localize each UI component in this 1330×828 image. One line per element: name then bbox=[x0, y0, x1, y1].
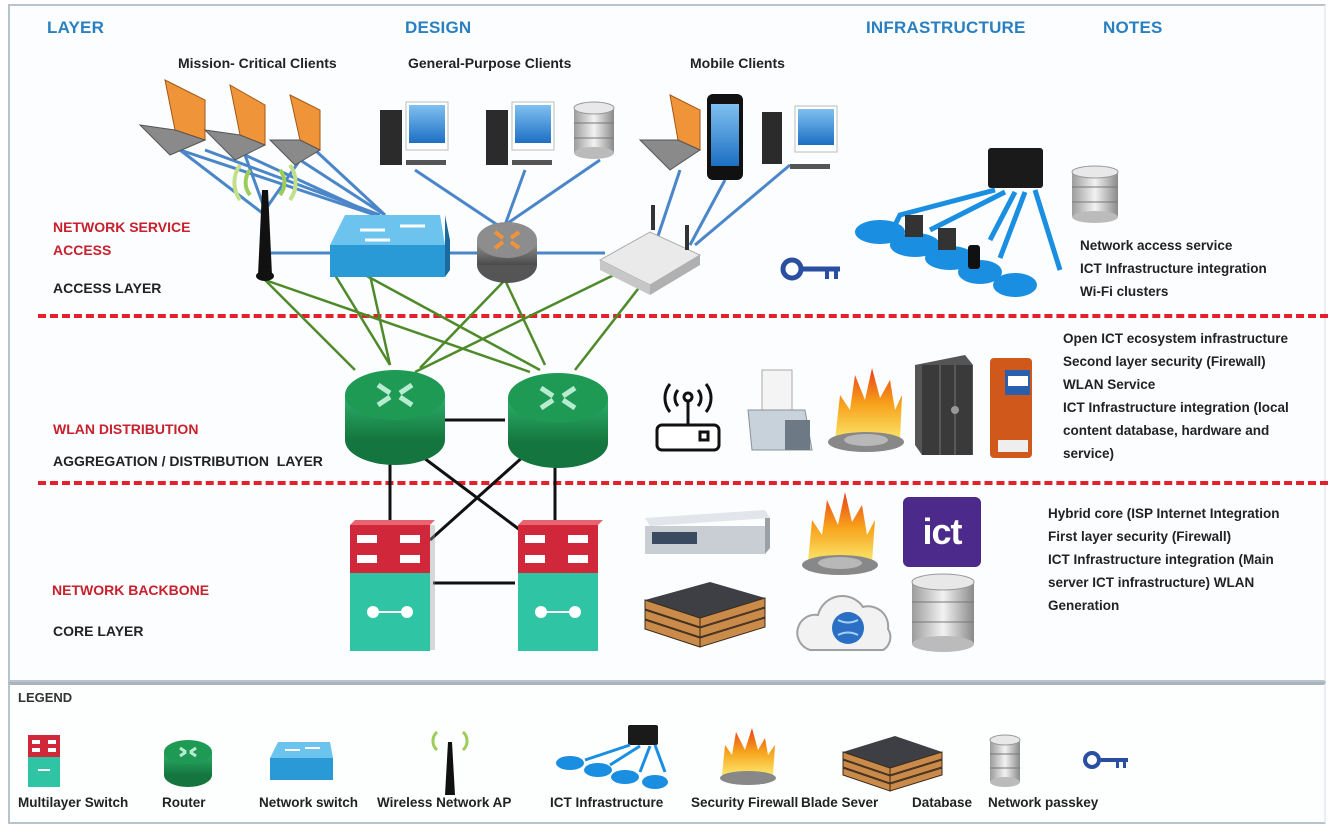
header-infrastructure: INFRASTRUCTURE bbox=[866, 18, 1026, 37]
laptop-icon bbox=[203, 84, 267, 161]
layer-name-core: CORE LAYER bbox=[53, 623, 144, 639]
legend-item-database: Database bbox=[912, 795, 973, 810]
notes-core: Hybrid core (ISP Internet Integration Fi… bbox=[1048, 502, 1280, 617]
wifi-router-icon bbox=[655, 383, 721, 452]
database-icon bbox=[989, 734, 1021, 787]
multilayer-switch-icon bbox=[350, 520, 435, 651]
note-line: ICT Infrastructure integration (Main bbox=[1048, 552, 1274, 567]
client-group-mission-critical: Mission- Critical Clients bbox=[178, 55, 337, 71]
database-icon bbox=[573, 101, 615, 159]
access-links bbox=[179, 148, 791, 255]
cloud-globe-icon bbox=[796, 594, 892, 651]
network-switch-icon bbox=[270, 742, 333, 780]
smartphone-icon bbox=[707, 94, 743, 180]
layer-service-backbone: NETWORK BACKBONE bbox=[52, 582, 210, 598]
printer-icon bbox=[747, 369, 813, 451]
notes-distribution: Open ICT ecosystem infrastructure Second… bbox=[1063, 327, 1289, 465]
multilayer-switch-icon bbox=[518, 520, 603, 651]
laptop-icon bbox=[268, 94, 322, 166]
ict-logo: ict bbox=[903, 497, 981, 567]
wireless-ap-icon bbox=[232, 163, 298, 281]
blade-server-icon bbox=[842, 736, 943, 792]
layer-divider-distribution-core bbox=[38, 481, 1328, 485]
router-icon bbox=[164, 740, 212, 787]
legend-item-blade-server: Blade Sever bbox=[801, 795, 879, 810]
layer-name-access: ACCESS LAYER bbox=[53, 280, 162, 296]
multilayer-switch-icon bbox=[28, 735, 60, 787]
ict-infrastructure-icon bbox=[556, 725, 668, 789]
legend-item-ict-infrastructure: ICT Infrastructure bbox=[550, 795, 664, 810]
security-firewall-icon bbox=[828, 368, 904, 452]
network-passkey-icon bbox=[780, 257, 840, 281]
router-icon bbox=[345, 370, 445, 465]
legend-frame bbox=[8, 682, 1326, 824]
note-line: Second layer security (Firewall) bbox=[1063, 354, 1266, 369]
note-line: Open ICT ecosystem infrastructure bbox=[1063, 331, 1289, 346]
network-passkey-icon bbox=[1083, 751, 1128, 769]
layer-service-access-line2: ACCESS bbox=[53, 242, 112, 258]
blade-server-icon bbox=[644, 582, 766, 648]
rack-switch-icon bbox=[645, 510, 770, 554]
legend-item-router: Router bbox=[162, 795, 206, 810]
security-firewall-icon bbox=[720, 728, 776, 785]
client-group-mobile: Mobile Clients bbox=[690, 55, 785, 71]
wireless-ap-icon bbox=[431, 730, 469, 795]
uplinks-green bbox=[264, 270, 646, 374]
network-switch-icon bbox=[330, 215, 450, 277]
desktop-computer-icon bbox=[762, 105, 838, 169]
layer-name-distribution: AGGREGATION / DISTRIBUTION LAYER bbox=[53, 453, 323, 469]
ict-infrastructure-icon bbox=[855, 148, 1063, 297]
header-layer: LAYER bbox=[47, 18, 105, 37]
router-icon bbox=[508, 373, 608, 468]
diagram-frame bbox=[8, 4, 1326, 682]
note-line: Hybrid core (ISP Internet Integration bbox=[1048, 506, 1280, 521]
header-design: DESIGN bbox=[405, 18, 472, 37]
notes-access: Network access service ICT Infrastructur… bbox=[1080, 234, 1267, 303]
legend-item-security-firewall: Security Firewall bbox=[691, 795, 799, 810]
note-line: Network access service bbox=[1080, 238, 1233, 253]
desktop-computer-icon bbox=[380, 101, 449, 165]
legend-title: LEGEND bbox=[18, 690, 73, 705]
note-line: service) bbox=[1063, 446, 1115, 461]
note-line: Wi-Fi clusters bbox=[1080, 284, 1169, 299]
layer-divider-access-distribution bbox=[38, 314, 1328, 318]
header-notes: NOTES bbox=[1103, 18, 1163, 37]
ict-logo-text: ict bbox=[922, 511, 962, 552]
note-line: Generation bbox=[1048, 598, 1120, 613]
layer-service-access: NETWORK SERVICE ACCESS bbox=[53, 216, 190, 262]
layer-service-distribution: WLAN DISTRIBUTION bbox=[53, 421, 199, 437]
legend-item-multilayer-switch: Multilayer Switch bbox=[18, 795, 129, 810]
note-line: ICT Infrastructure integration bbox=[1080, 261, 1267, 276]
desktop-computer-icon bbox=[486, 101, 555, 165]
router-icon bbox=[477, 222, 537, 283]
security-firewall-icon bbox=[802, 492, 878, 575]
database-icon bbox=[1071, 165, 1119, 223]
kiosk-icon bbox=[990, 358, 1032, 458]
legend-item-network-switch: Network switch bbox=[259, 795, 359, 810]
layer-service-access-line1: NETWORK SERVICE bbox=[53, 219, 191, 235]
legend-item-wireless-ap: Wireless Network AP bbox=[377, 795, 512, 810]
legend-item-network-passkey: Network passkey bbox=[988, 795, 1099, 810]
database-icon bbox=[911, 573, 975, 652]
note-line: server ICT infrastructure) WLAN bbox=[1048, 575, 1255, 590]
note-line: ICT Infrastructure integration (local bbox=[1063, 400, 1289, 415]
note-line: First layer security (Firewall) bbox=[1048, 529, 1232, 544]
core-links-black bbox=[388, 418, 557, 585]
laptop-icon bbox=[138, 79, 207, 156]
client-group-general-purpose: General-Purpose Clients bbox=[408, 55, 572, 71]
note-line: content database, hardware and bbox=[1063, 423, 1270, 438]
note-line: WLAN Service bbox=[1063, 377, 1156, 392]
server-tower-icon bbox=[915, 355, 973, 455]
laptop-icon bbox=[638, 94, 702, 171]
wireless-router-icon bbox=[598, 205, 702, 295]
